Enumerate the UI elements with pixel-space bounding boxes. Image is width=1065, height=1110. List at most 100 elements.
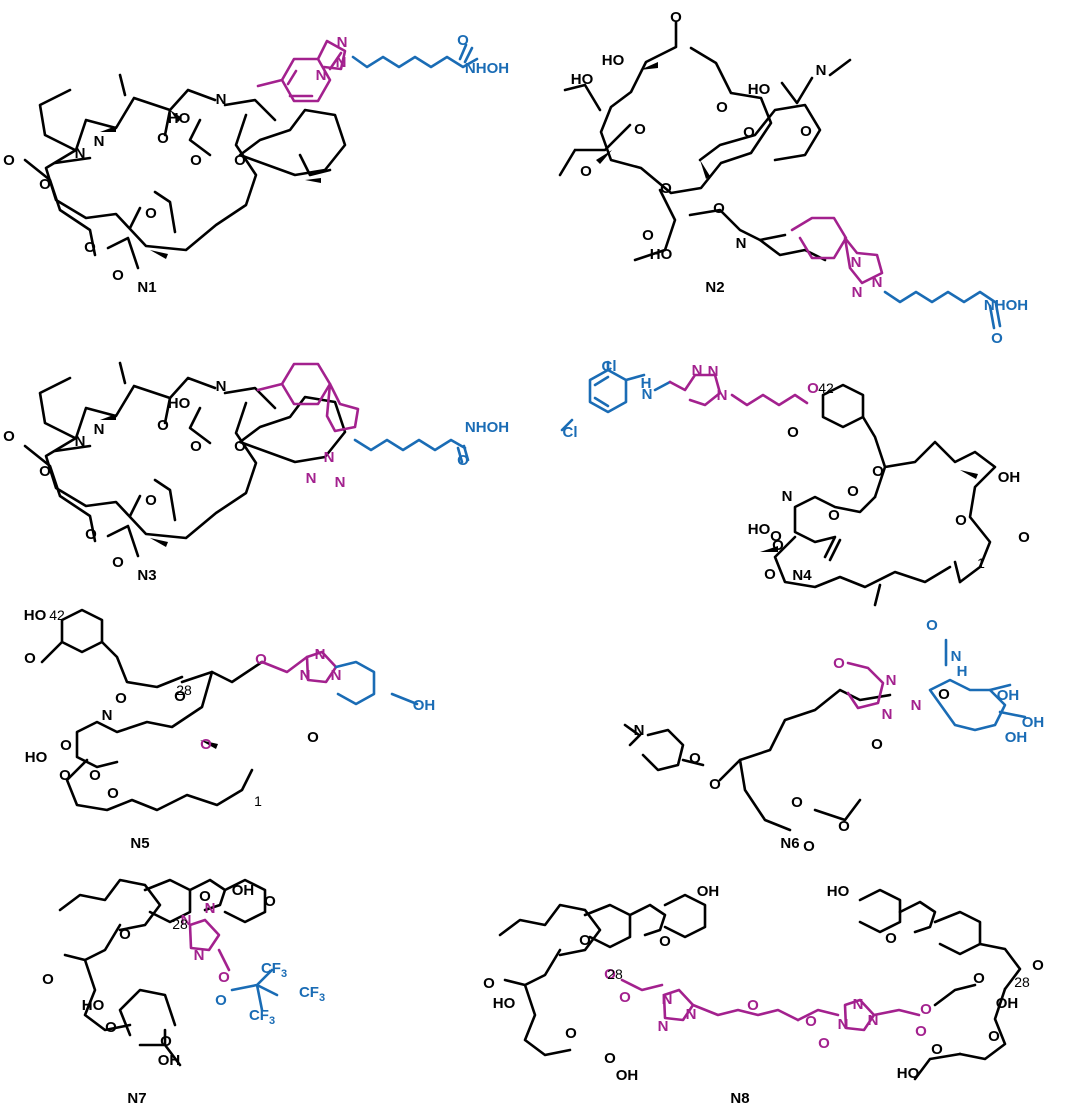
atom-label-n6-12: N	[951, 648, 962, 665]
atom-label-n5-16: O	[307, 729, 319, 746]
atom-label-n6-4: N	[886, 672, 897, 689]
atom-label-n3-3: O	[3, 428, 15, 445]
atom-label-n8-3: O	[483, 975, 495, 992]
atom-label-n3-15: O	[457, 452, 469, 469]
atom-label-n3-7: O	[234, 438, 246, 455]
atom-label-n1-2: N	[337, 34, 348, 51]
compound-label-n5: N5	[130, 835, 149, 852]
atom-label-n3-5: O	[157, 417, 169, 434]
atom-label-n1-8: O	[3, 152, 15, 169]
atom-label-n4-9: O	[872, 463, 884, 480]
atom-label-n1-1: N	[336, 54, 347, 71]
locant-1: 1	[977, 555, 985, 571]
atom-label-n8-28: O	[988, 1028, 1000, 1045]
atom-label-n6-17: OH	[1005, 729, 1028, 746]
atom-label-n2-12: O	[642, 227, 654, 244]
compound-label-n8: N8	[730, 1090, 749, 1107]
atom-label-n2-3: HO	[602, 52, 625, 69]
atom-label-n6-3: O	[833, 655, 845, 672]
atom-label-n6-7: O	[871, 736, 883, 753]
atom-label-n6-1: O	[689, 750, 701, 767]
atom-label-n7-0: O	[119, 926, 131, 943]
compound-n6-bonds	[623, 638, 1027, 832]
atom-label-n4-4: N	[708, 363, 719, 380]
compound-n1-bonds	[23, 39, 479, 270]
atom-label-n5-9: O	[200, 736, 212, 753]
locant-5: 28	[172, 916, 188, 932]
locant-4: 1	[254, 793, 262, 809]
atom-label-n3-16: NHOH	[465, 419, 509, 436]
atom-label-n2-18: O	[991, 330, 1003, 347]
atom-label-n8-16: O	[915, 1023, 927, 1040]
atom-label-n8-21: HO	[493, 995, 516, 1012]
atom-label-n8-5: O	[619, 989, 631, 1006]
atom-label-n6-15: OH	[997, 687, 1020, 704]
compound-n1-wedges	[100, 110, 321, 259]
atom-label-n8-27: O	[931, 1041, 943, 1058]
atom-label-n1-7: N	[75, 145, 86, 162]
atom-label-n5-4: N	[102, 707, 113, 724]
atom-label-n3-12: N	[324, 449, 335, 466]
atom-label-n6-8: O	[791, 794, 803, 811]
atom-label-n8-0: O	[579, 932, 591, 949]
atom-label-n6-0: N	[634, 722, 645, 739]
atom-label-n8-14: N	[838, 1016, 849, 1033]
atom-label-n6-6: N	[882, 706, 893, 723]
atom-label-n4-5: N	[692, 362, 703, 379]
atom-label-n2-16: N	[872, 274, 883, 291]
atom-label-n1-11: HO	[168, 110, 191, 127]
atom-label-n7-11: CF3	[249, 1007, 275, 1027]
atom-label-n3-14: N	[335, 474, 346, 491]
atom-label-n7-4: N	[181, 912, 192, 929]
atom-label-n2-13: HO	[650, 246, 673, 263]
atom-label-n8-18: HO	[827, 883, 850, 900]
atom-label-n4-3: Cl	[563, 424, 578, 441]
atom-label-n2-2: N	[816, 62, 827, 79]
atom-label-n4-6: N	[717, 387, 728, 404]
atom-label-n8-4: O	[604, 966, 616, 983]
atom-label-n1-10: O	[157, 130, 169, 147]
atom-label-n1-14: O	[145, 205, 157, 222]
atom-label-n6-16: OH	[1022, 714, 1045, 731]
locant-3: 28	[176, 682, 192, 698]
atom-label-n1-12: O	[234, 152, 246, 169]
atom-label-n8-6: N	[662, 991, 673, 1008]
atom-label-n2-9: O	[580, 163, 592, 180]
atom-label-n5-1: O	[24, 650, 36, 667]
atom-label-n8-9: O	[747, 997, 759, 1014]
atom-label-n5-6: N	[315, 646, 326, 663]
atom-label-n7-16: OH	[158, 1052, 181, 1069]
atom-label-n6-2: O	[709, 776, 721, 793]
atom-label-n5-14: O	[107, 785, 119, 802]
atom-label-n1-3: O	[457, 32, 469, 49]
atom-label-n3-13: N	[306, 470, 317, 487]
compound-label-n1: N1	[137, 279, 156, 296]
atom-label-n8-20: O	[1032, 957, 1044, 974]
atom-label-n7-9: CF3	[261, 960, 287, 980]
compound-n7-bonds	[58, 878, 279, 1067]
atom-label-n8-2: OH	[697, 883, 720, 900]
atom-label-n5-8: N	[300, 667, 311, 684]
atom-label-n2-14: N	[736, 235, 747, 252]
atom-label-n1-16: O	[112, 267, 124, 284]
locant-6: 28	[607, 966, 623, 982]
compound-n4-wedges	[760, 470, 978, 552]
atom-label-n4-17: O	[772, 537, 784, 554]
atom-label-n7-1: O	[199, 888, 211, 905]
atom-label-n3-11: O	[112, 554, 124, 571]
atom-label-n2-5: HO	[748, 81, 771, 98]
atom-label-n7-13: HO	[82, 997, 105, 1014]
atom-label-n7-15: O	[160, 1033, 172, 1050]
atom-label-n4-1: H	[641, 375, 652, 392]
compound-label-n3: N3	[137, 567, 156, 584]
atom-label-n8-12: N	[853, 996, 864, 1013]
atom-label-n6-9: O	[838, 818, 850, 835]
atom-label-n4-12: O	[828, 507, 840, 524]
atom-label-n2-10: O	[660, 180, 672, 197]
atom-label-n4-14: O	[1018, 529, 1030, 546]
atom-label-n7-6: N	[194, 947, 205, 964]
